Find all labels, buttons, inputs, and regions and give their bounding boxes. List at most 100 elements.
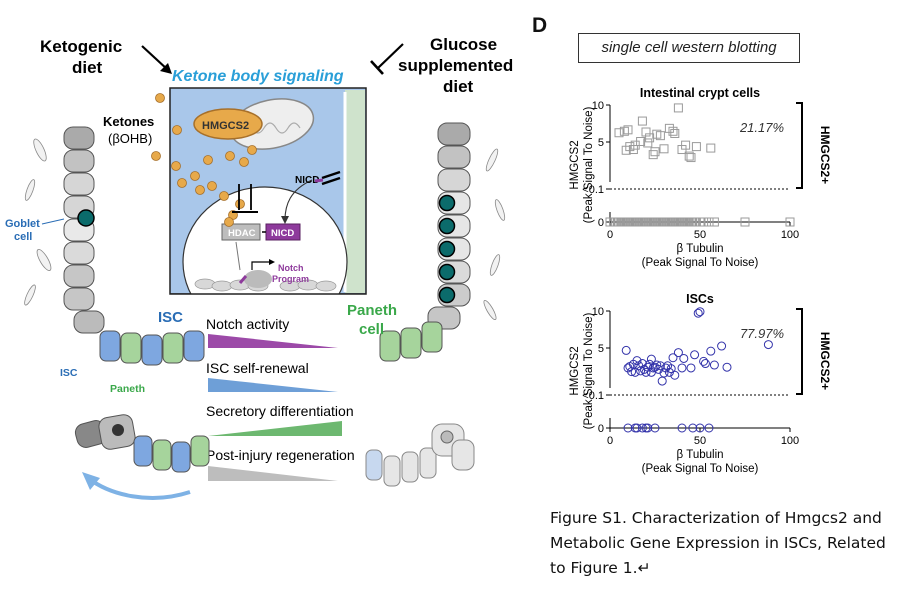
notch-program-2: Program [272,274,309,284]
data-point [657,376,667,386]
data-point [666,364,676,374]
hmgcs2-label: HMGCS2 [202,120,249,132]
percent-annotation: 21.17% [739,120,784,135]
ketones-label-1: Ketones [103,114,154,129]
crypt-base-cells [99,330,205,366]
paneth-small-label: Paneth [110,383,145,395]
gradient-secretory [208,421,342,436]
nicd-entry-head [281,216,289,224]
schematic-svg: Ketogenic diet Ketone body signaling Glu… [5,35,513,500]
ketogenic-arrow [141,45,169,71]
notch-program-1: Notch [278,263,304,273]
hdac-label: HDAC [228,228,256,239]
data-point [706,143,716,153]
notch-arrowhead [269,259,275,265]
y-tick-label: 10 [592,100,604,112]
zero-point [650,423,660,433]
positive-bracket [796,102,803,189]
zero-point [677,423,687,433]
paneth-cell-label-2: cell [359,321,384,338]
goblet-pointer [41,218,65,225]
data-point [648,150,658,160]
y-tick-label: <0.1 [582,184,604,196]
injured-nucleus [440,430,454,444]
data-point [668,353,678,363]
gradient-label-isc: ISC self-renewal [206,360,309,376]
glucose-label-2: supplemented [398,56,513,75]
data-point [643,138,653,148]
ketogenic-label-1: Ketogenic [40,37,122,56]
caption-line-1: Figure S1. Characterization of Hmgcs2 an… [550,509,882,527]
paneth-cell-label-1: Paneth [347,302,397,319]
data-point [722,362,732,372]
hdac-to-chromatin [235,241,241,271]
paneth-neighbor [345,90,365,293]
x-tick-label: 50 [694,229,706,241]
data-point [655,131,665,141]
gradient-label-notch: Notch activity [206,316,289,332]
y-axis-label: HMGCS2 [569,140,581,189]
percent-annotation: 77.97% [740,326,784,341]
method-box: single cell western blotting [578,33,800,63]
ketone-signaling-title: Ketone body signaling [172,68,344,85]
zero-point [632,423,642,433]
data-point [673,103,683,113]
transcription-complex [244,270,272,288]
fibroblasts [24,138,506,321]
isc-small-label: ISC [60,367,78,379]
regeneration-arrow [86,476,191,500]
gradient-label-secretory: Secretory differentiation [206,403,354,419]
data-point [695,307,705,317]
zero-point [785,217,795,227]
panel-d-label: D [532,14,548,37]
nicd-cyto-label: NICD [295,175,319,186]
x-axis-label-units: (Peak Signal To Noise) [642,257,759,269]
chart-title: Intestinal crypt cells [640,86,760,100]
caption-line-3: to Figure 1.↵ [550,559,651,577]
zero-point [699,217,709,227]
hdac-box [221,223,261,241]
regeneration-arrowhead [82,472,100,490]
x-tick-label: 0 [607,229,613,241]
data-point [677,363,687,373]
nicd-nuc-label: NICD [271,228,294,239]
notch-arrow [251,261,272,270]
y-tick-label: 10 [592,306,604,318]
zero-point [637,423,647,433]
data-point [670,128,680,138]
goblet-nuclei-right [438,194,456,304]
zero-point [704,217,714,227]
y-tick-label: 5 [598,137,604,149]
y-axis-label: HMGCS2 [569,346,581,395]
x-tick-label: 0 [607,435,613,447]
x-tick-label: 100 [781,435,799,447]
y-tick-label: 0 [598,423,604,435]
glucose-inhibit-line [377,43,404,69]
y-tick-label: 5 [598,343,604,355]
figure-caption: Figure S1. Characterization of Hmgcs2 an… [550,506,906,581]
x-axis-label-units: (Peak Signal To Noise) [642,463,759,475]
data-point [614,128,624,138]
data-point [706,346,716,356]
x-tick-label: 100 [781,229,799,241]
y-tick-label: 0 [598,217,604,229]
gradient-label-regeneration: Post-injury regeneration [206,447,355,463]
nicd-purple [314,178,324,183]
isc-big-label: ISC [158,309,183,326]
x-tick-label: 50 [694,435,706,447]
zero-point [688,423,698,433]
glucose-label-3: diet [443,77,474,96]
zero-point [643,423,653,433]
positive-bracket [796,308,803,395]
gradient-notch [208,334,338,348]
data-point [717,341,727,351]
data-point [641,367,651,377]
caption-line-2: Metabolic Gene Expression in ISCs, Relat… [550,534,886,552]
data-point [623,125,633,135]
ketone-particles [151,93,257,227]
schematic-panel: Ketogenic diet Ketone body signaling Glu… [5,35,513,500]
crypt-right-column [427,122,471,330]
ketones-label-2: (βOHB) [108,131,152,146]
data-point [679,353,689,363]
